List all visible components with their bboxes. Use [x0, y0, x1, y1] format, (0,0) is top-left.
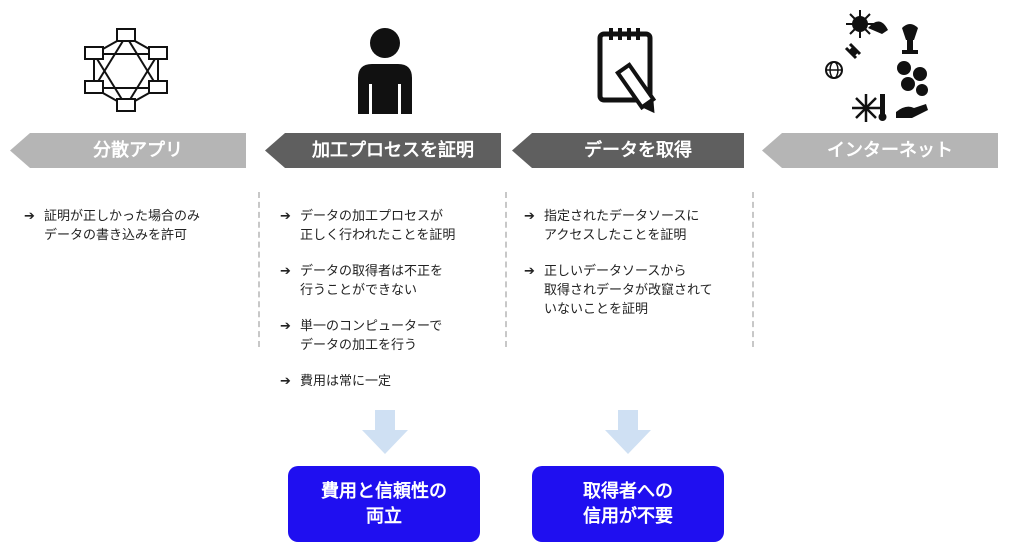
list-item: ➔ データの加工プロセスが 正しく行われたことを証明	[280, 209, 456, 243]
divider-2	[505, 192, 507, 347]
arrow-right-icon: ➔	[524, 264, 535, 279]
list-item: ➔ 費用は常に一定	[280, 374, 392, 389]
banner-label: 分散アプリ	[93, 140, 183, 161]
banner-label: インターネット	[827, 140, 953, 161]
list-item: ➔ 正しいデータソースから 取得されデータが改竄されて いないことを証明	[524, 264, 713, 317]
list-item: ➔ 証明が正しかった場合のみ データの書き込みを許可	[24, 209, 201, 243]
divider-3	[752, 192, 754, 347]
banner-label: データを取得	[584, 140, 692, 161]
list-item: ➔ 指定されたデータソースに アクセスしたことを証明	[524, 209, 700, 243]
list-item: ➔ 単一のコンピューターで データの加工を行う	[280, 319, 443, 353]
person-icon	[350, 26, 420, 116]
banner-internet: インターネット	[762, 133, 998, 168]
internet-data-icon	[822, 8, 932, 122]
banner-label: 加工プロセスを証明	[312, 140, 474, 161]
arrow-right-icon: ➔	[24, 209, 35, 224]
down-arrow-icon	[362, 410, 408, 458]
result-box-cost-trust: 費用と信頼性の 両立	[288, 466, 480, 542]
network-icon	[78, 26, 174, 116]
process-column: ➔ データの加工プロセスが 正しく行われたことを証明 ➔ データの取得者は不正を…	[280, 207, 500, 408]
arrow-right-icon: ➔	[280, 264, 291, 279]
result-box-no-trust-needed: 取得者への 信用が不要	[532, 466, 724, 542]
divider-1	[258, 192, 260, 347]
arrow-right-icon: ➔	[280, 319, 291, 334]
notepad-pencil-icon	[594, 26, 664, 118]
down-arrow-icon	[605, 410, 651, 458]
banner-app: 分散アプリ	[10, 133, 246, 168]
fetch-column: ➔ 指定されたデータソースに アクセスしたことを証明 ➔ 正しいデータソースから…	[524, 207, 749, 336]
banner-process: 加工プロセスを証明	[265, 133, 501, 168]
arrow-right-icon: ➔	[524, 209, 535, 224]
banner-fetch: データを取得	[512, 133, 744, 168]
arrow-right-icon: ➔	[280, 209, 291, 224]
app-column: ➔ 証明が正しかった場合のみ データの書き込みを許可	[24, 207, 249, 262]
list-item: ➔ データの取得者は不正を 行うことができない	[280, 264, 444, 298]
arrow-right-icon: ➔	[280, 374, 291, 389]
